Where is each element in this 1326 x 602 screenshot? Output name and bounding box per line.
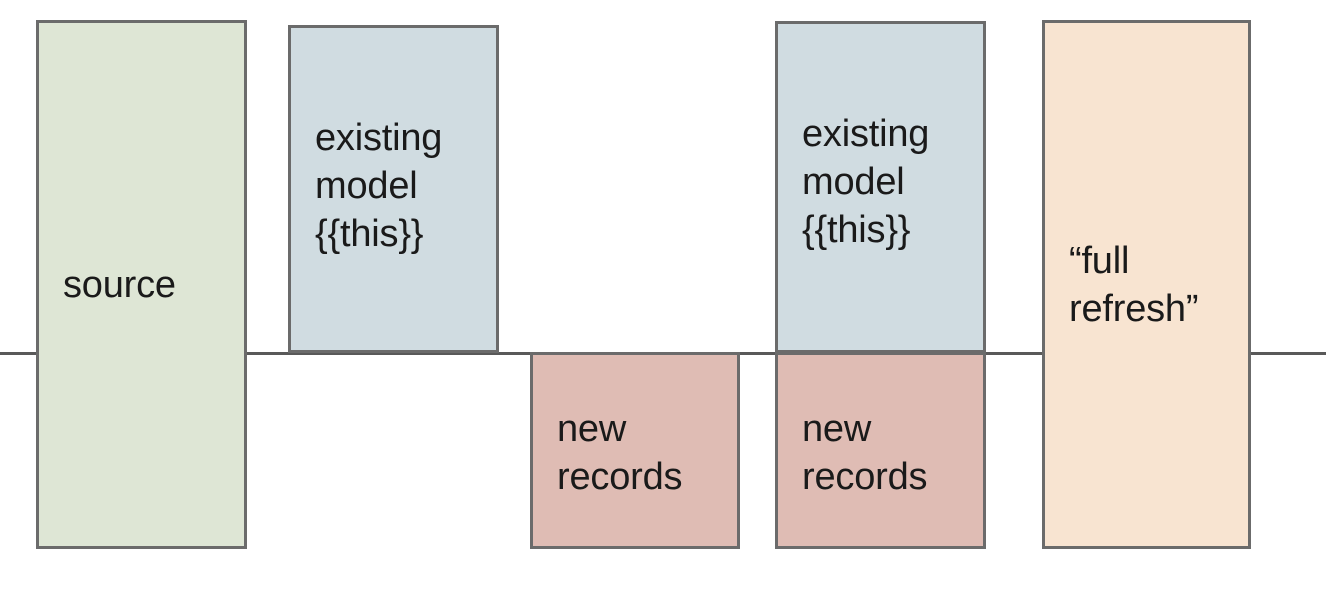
source-block[interactable]: source xyxy=(36,20,247,549)
existing-model-block-1[interactable]: existing model {{this}} xyxy=(288,25,499,353)
new-records-block-2[interactable]: new records xyxy=(775,352,986,549)
new-records-block-1[interactable]: new records xyxy=(530,352,740,549)
source-block-label: source xyxy=(63,263,176,306)
full-refresh-block[interactable]: “full refresh” xyxy=(1042,20,1251,549)
existing-model-block-2-label: existing model {{this}} xyxy=(802,113,930,251)
new-records-block-2-label: new records xyxy=(802,408,928,498)
existing-model-block-1-label: existing model {{this}} xyxy=(315,117,443,255)
new-records-block-1-label: new records xyxy=(557,408,683,498)
existing-model-block-2[interactable]: existing model {{this}} xyxy=(775,21,986,353)
full-refresh-block-label: “full refresh” xyxy=(1069,239,1199,330)
